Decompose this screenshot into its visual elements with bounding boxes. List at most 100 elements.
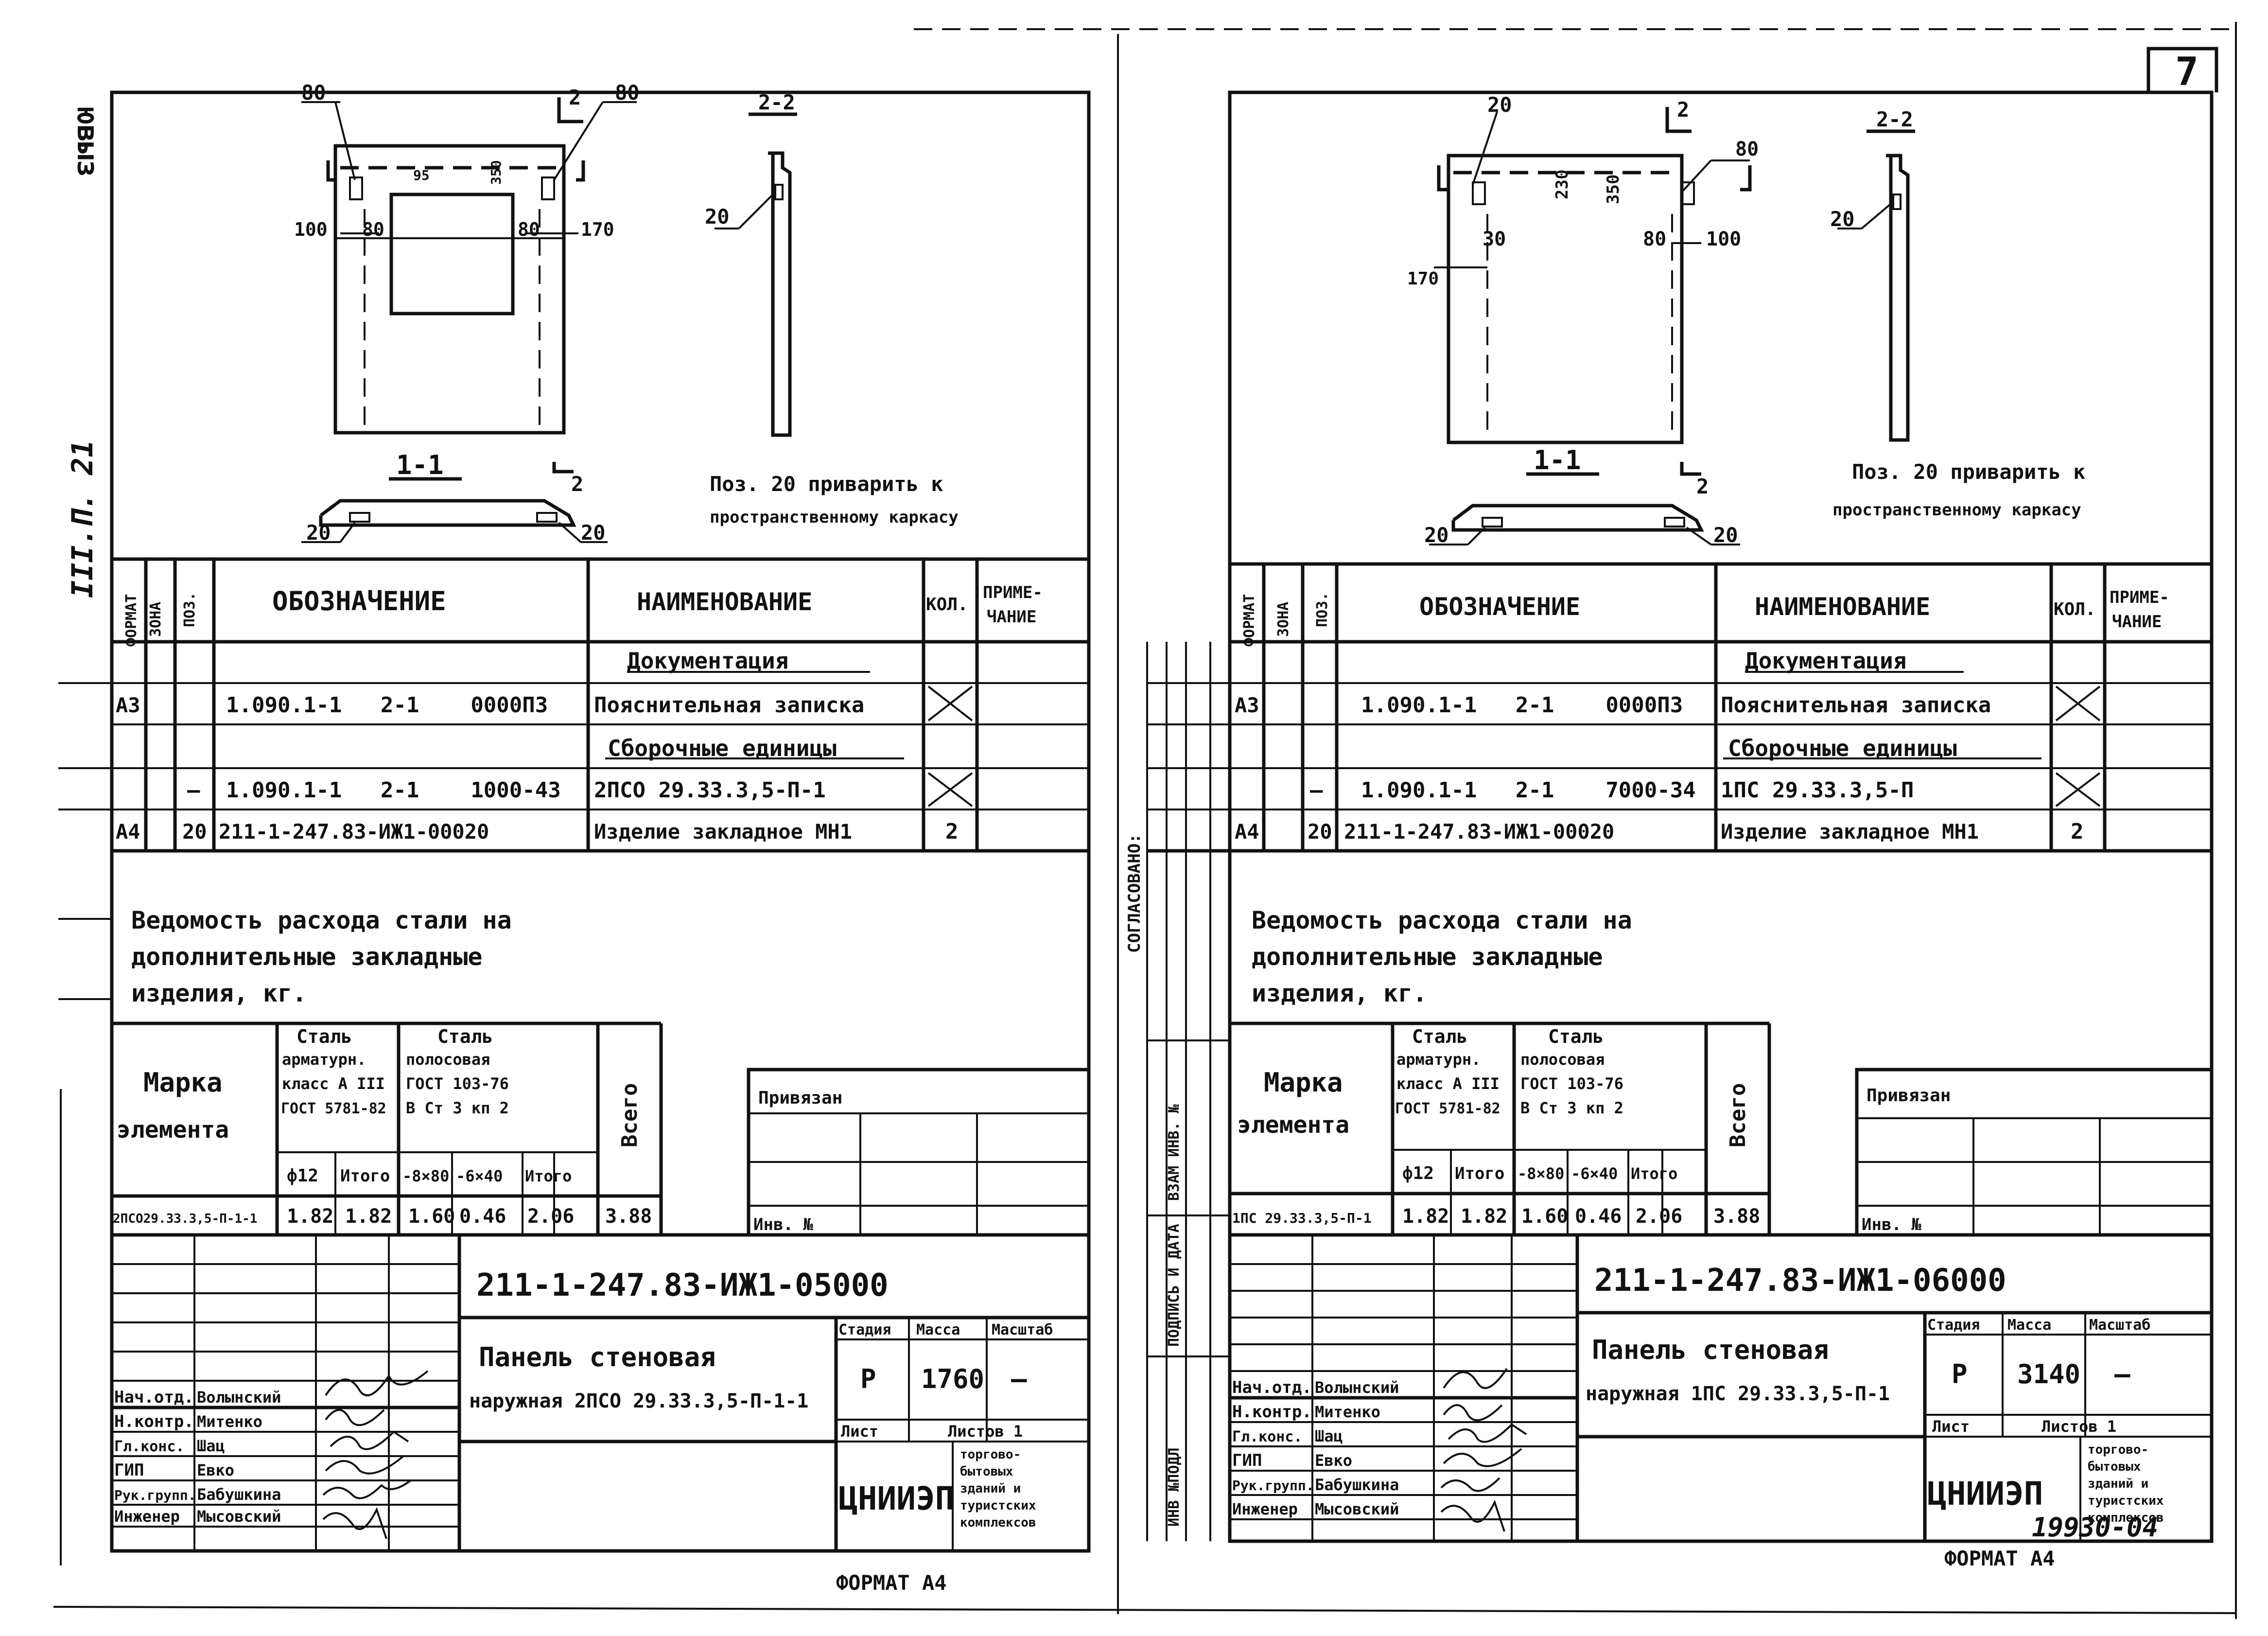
left-spec-row-1-format: А3 [116,693,140,717]
right-privyazan: Привязан [1867,1086,1951,1106]
right-section-1-1-label20a: 20 [1424,523,1449,547]
left-role-4-name: Бабушкина [197,1485,281,1504]
left-role-2-name: Шац [197,1437,225,1455]
left-dim-side-3: 170 [581,219,614,240]
left-title-line1: Панель стеновая [479,1342,716,1372]
left-dim-side-0: 100 [294,219,328,240]
left-steel-row-v4: 0.46 [459,1205,506,1228]
right-steel-group1-2: класс А III [1396,1074,1500,1093]
left-section-2-2 [715,112,797,437]
left-spec-row-4-designation: 211-1-247.83-ИЖ1-00020 [219,820,489,844]
left-steel-row-v1: 1.82 [287,1205,333,1228]
right-steel-group1-0: Сталь [1412,1026,1467,1047]
left-spec-header-designation: ОБОЗНАЧЕНИЕ [272,586,446,616]
left-dim-side-1: 80 [362,219,384,240]
left-role-0: Нач.отд. [114,1388,194,1407]
right-steel-row-v1: 1.82 [1402,1205,1449,1228]
right-sheets-header: Листов 1 [2041,1417,2116,1436]
left-inv: Инв. № [753,1215,813,1234]
left-steel-row-mark: 2ПСО29.33.3,5-П-1-1 [113,1212,257,1226]
left-steel-group1-0: Сталь [297,1026,352,1047]
right-side-strip [1146,642,1230,1541]
left-section-2-2-label20: 20 [705,205,730,229]
left-steel-row-v5: 2.06 [527,1205,574,1228]
right-steel-sub-4: Итого [1631,1164,1677,1183]
left-sheet-header: Лист [841,1422,878,1441]
left-note-line2: пространственному каркасу [710,508,959,527]
right-stage-header: Стадия [1927,1317,1980,1334]
left-steel-row-v2: 1.82 [345,1205,392,1228]
left-steel-row-v3: 1.60 [408,1205,455,1228]
left-spec-row-4-qty: 2 [945,819,959,844]
left-sheet: 80 2 80 2-2 95 350 100 80 80 170 20 [58,81,1091,1595]
right-role-0-name: Волынский [1315,1378,1399,1397]
left-note-line1: Поз. 20 приварить к [710,472,943,496]
right-section-1-1 [1429,462,1740,545]
sheet-frame [53,22,2237,1619]
left-sheets-header: Листов 1 [948,1422,1023,1441]
left-role-3: ГИП [114,1460,144,1480]
right-side-label-3: ИНВ №ПОДЛ [1166,1447,1183,1527]
left-steel-title-1: дополнительные закладные [131,943,482,971]
right-spec-header-note2: ЧАНИЕ [2112,612,2162,632]
right-steel-mark-header-1: элемента [1237,1111,1349,1139]
right-format: ФОРМАТ А4 [1944,1547,2055,1570]
right-steel-group2-2: ГОСТ 103-76 [1520,1074,1623,1093]
right-dim-top-0: 20 [1487,93,1512,117]
left-section-1-1-label: 1-1 [396,450,444,480]
left-panel-elevation [301,97,637,435]
left-spec-zone-label: ЗОНА [147,602,164,637]
left-steel-group1-2: класс А III [282,1074,385,1093]
left-dim-top-2: 80 [615,81,640,105]
right-section-2-2-label20: 20 [1830,207,1855,231]
left-stage-header: Стадия [838,1321,891,1338]
right-steel-row-v6: 3.88 [1713,1205,1760,1228]
left-stage: Р [860,1364,876,1394]
right-stage: Р [1952,1359,1968,1390]
right-spec-zone-label: ЗОНА [1275,602,1292,637]
right-sheet-header: Лист [1932,1417,1970,1436]
left-section-2-label: 2 [571,472,583,496]
left-org-note-4: комплексов [960,1515,1036,1530]
left-title-line2: наружная 2ПСО 29.33.3,5-П-1-1 [469,1390,808,1412]
right-role-0: Нач.отд. [1232,1378,1312,1397]
right-dim-inner-1: 350 [1604,175,1623,204]
right-org-note-3: туристских [2088,1494,2164,1508]
right-title-line1: Панель стеновая [1592,1335,1829,1365]
right-steel-total-header: Всего [1726,1083,1750,1147]
right-steel-group2-1: полосовая [1520,1050,1605,1069]
left-mass: 1760 [921,1364,984,1394]
left-role-1-name: Митенко [197,1412,262,1431]
right-dim-inner-0: 230 [1553,170,1572,199]
right-spec-pos-label: ПОЗ. [1314,592,1331,627]
left-role-2: Гл.конс. [114,1438,185,1455]
right-org-note-0: торгово- [2088,1442,2148,1457]
left-spec-row-3-designation: 1.090.1-1 2-1 1000-43 [226,778,561,803]
left-steel-mark-header-0: Марка [143,1067,223,1098]
right-role-3-name: Евко [1315,1451,1352,1470]
right-steel-title-0: Ведомость расхода стали на [1252,906,1632,934]
left-role-5: Инженер [114,1507,180,1526]
left-title-block [110,1235,1089,1551]
left-scale: — [1011,1364,1027,1394]
left-dim-side-2: 80 [518,219,540,240]
right-role-2-name: Шац [1315,1427,1343,1445]
left-steel-group2-2: ГОСТ 103-76 [406,1074,509,1093]
left-org: ЦНИИЭП [838,1480,954,1517]
left-steel-group1-3: ГОСТ 5781-82 [281,1100,386,1117]
right-role-5: Инженер [1232,1500,1298,1518]
right-spec-table [1147,562,2212,853]
left-section-1-1-label20a: 20 [306,521,331,545]
right-inv: Инв. № [1862,1215,1921,1234]
right-role-3: ГИП [1232,1451,1262,1470]
right-steel-row-v4: 0.46 [1575,1205,1622,1228]
right-spec-header-designation: ОБОЗНАЧЕНИЕ [1419,593,1580,621]
right-scale: — [2114,1359,2130,1390]
right-side-label-2: ПОДПИСЬ И ДАТА [1166,1224,1183,1347]
left-format: ФОРМАТ А4 [836,1571,947,1595]
right-dim-side-0: 80 [1735,138,1759,160]
left-steel-group2-0: Сталь [437,1026,493,1047]
right-role-1: Н.контр. [1232,1402,1312,1422]
left-role-4: Рук.групп. [114,1487,196,1503]
